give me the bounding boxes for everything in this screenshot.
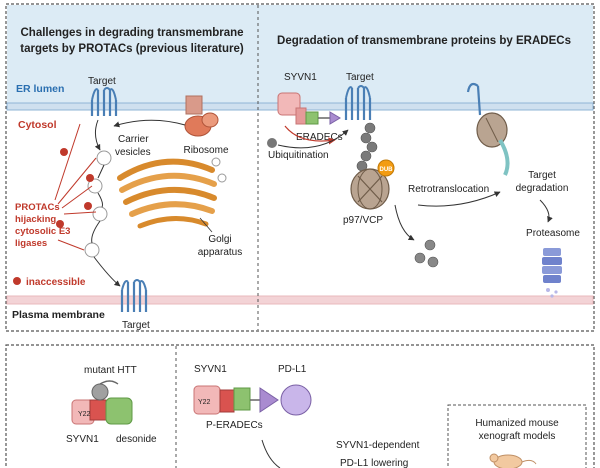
vesicle-icon-4 [84, 242, 100, 258]
right-title: Degradation of transmembrane proteins by… [277, 35, 571, 47]
protacs-line4: ligases [15, 238, 47, 249]
syvn1-dep-line2: PD-L1 lowering [340, 458, 408, 468]
retro-label: Retrotranslocation [408, 184, 489, 195]
arrow-to-proteasome [539, 199, 553, 223]
bottom-panel: mutant HTT Y22 SYVN1 desonide SYVN1 PD-L… [5, 344, 595, 468]
peradecs-label: P-ERADECs [206, 420, 263, 431]
translocon-icon [185, 95, 203, 115]
extracted-target-icon [466, 82, 510, 176]
vesicle-icon-2 [87, 178, 103, 194]
syvn1-dep-line1: SYVN1-dependent [336, 440, 420, 451]
p97-label: p97/VCP [343, 215, 383, 226]
carrier-label-line2: vesicles [115, 147, 151, 158]
target-transmembrane-right [344, 85, 372, 120]
transmembrane-protein-top [90, 87, 118, 116]
pdl1-label: PD-L1 [278, 364, 307, 375]
er-lumen-label: ER lumen [16, 83, 64, 95]
carrier-label-line1: Carrier [118, 134, 149, 145]
plasma-membrane-band [6, 295, 594, 305]
golgi-icon [117, 158, 217, 229]
plasma-membrane-label: Plasma membrane [12, 309, 105, 321]
golgi-vesicle-2 [217, 173, 227, 183]
target-deg-line1: Target [528, 170, 556, 181]
arrow-vesicle-path [91, 164, 120, 286]
proteasome-label: Proteasome [526, 228, 580, 239]
humanized-line1: Humanized mouse [475, 418, 559, 429]
syvn1-protein-icon [277, 92, 307, 125]
arrow-peradecs-down [261, 439, 281, 468]
humanized-line2: xenograft models [479, 431, 556, 442]
left-title-line1: Challenges in degrading transmembrane [20, 27, 243, 39]
target-bottom-label: Target [122, 320, 150, 331]
arrow-ribosome-to-target [113, 119, 186, 128]
free-ub-icons [414, 239, 439, 268]
unfolded-chain-icon [498, 138, 510, 176]
golgi-label-line2: apparatus [198, 247, 242, 258]
ubiquitination-label: Ubiquitination [268, 150, 329, 161]
ribosome-icon [184, 95, 219, 137]
protacs-line2: hijacking [15, 214, 56, 225]
proteasome-icon [542, 248, 562, 298]
mutant-htt-label: mutant HTT [84, 365, 137, 376]
ribosome-label: Ribosome [183, 145, 228, 156]
dub-label: DUB [380, 167, 394, 173]
arrow-er-to-vesicle [94, 119, 101, 151]
desonide-label: desonide [116, 434, 157, 445]
arrow-free-ub [394, 204, 415, 241]
left-title-line2: targets by PROTACs (previous literature) [20, 43, 244, 55]
arrow-ubiquitination [277, 129, 349, 149]
mouse-icon [489, 453, 537, 468]
arrow-retro [417, 191, 501, 207]
eradecs-label: ERADECs [296, 132, 343, 143]
inaccessible-icon [13, 277, 21, 285]
golgi-pointer [199, 217, 213, 233]
top-panel: Challenges in degrading transmembrane ta… [5, 3, 595, 332]
inaccessible-label: inaccessible [26, 277, 86, 288]
inhibit-icons [56, 148, 94, 228]
p97-vcp-icon [350, 168, 390, 210]
transmembrane-protein-bottom [120, 279, 148, 312]
ub-icon-single [267, 138, 277, 148]
y22-left-label: Y22 [78, 411, 91, 418]
syvn1-label: SYVN1 [284, 72, 317, 83]
arrow-eradecs [284, 125, 336, 145]
eradec-molecule-icon [305, 111, 341, 125]
cytosol-label: Cytosol [18, 119, 57, 131]
protacs-line1: PROTACs [15, 202, 60, 213]
golgi-vesicle-1 [211, 157, 221, 167]
vesicle-icon-1 [96, 150, 112, 166]
target-right-label: Target [346, 72, 374, 83]
target-top-label: Target [88, 76, 116, 87]
peradec-complex-icon [193, 384, 312, 416]
mutant-htt-complex-icon [71, 380, 133, 425]
protacs-line3: cytosolic E3 [15, 226, 70, 237]
vesicle-icon-3 [92, 206, 108, 222]
golgi-label-line1: Golgi [208, 234, 231, 245]
target-deg-line2: degradation [516, 183, 569, 194]
protacs-lines [54, 123, 97, 251]
syvn1-mid-label: SYVN1 [194, 364, 227, 375]
dub-icon [377, 159, 395, 177]
syvn1-left-label: SYVN1 [66, 434, 99, 445]
y22-mid-label: Y22 [198, 399, 211, 406]
